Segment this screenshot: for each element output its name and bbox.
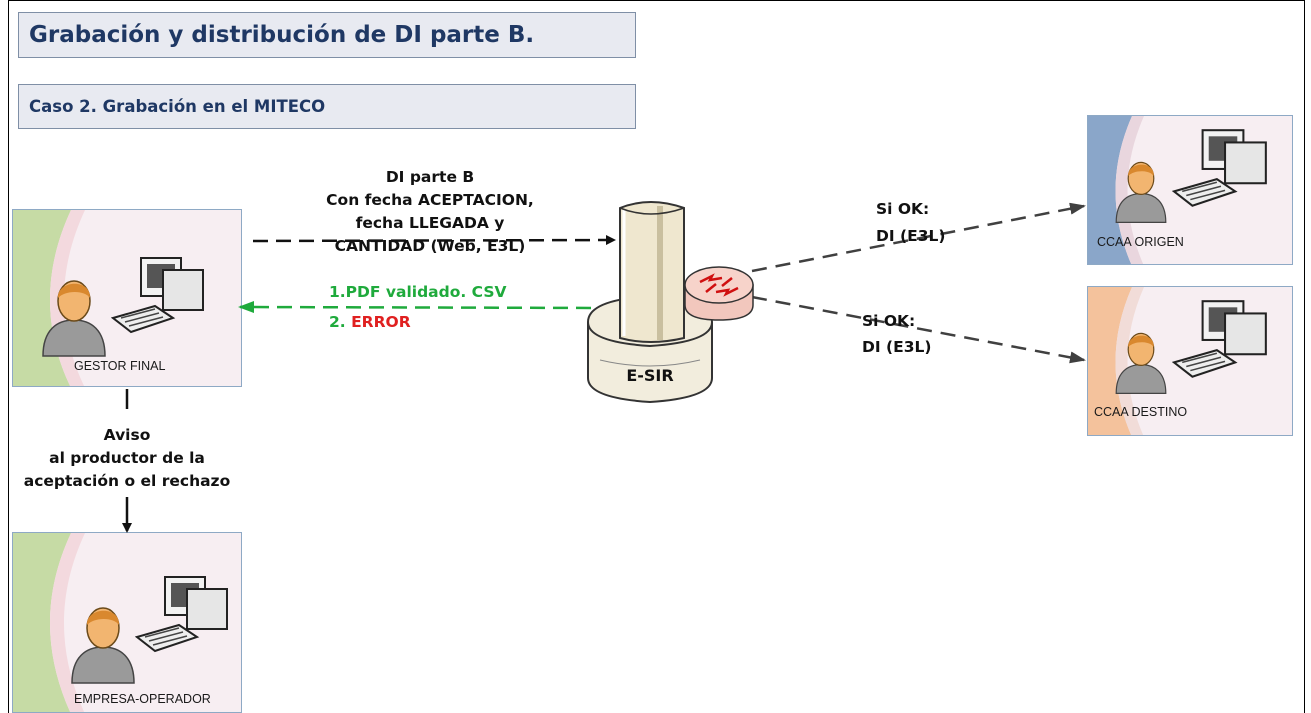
computer-icon [1172, 129, 1267, 207]
message-notice: Aviso al productor de la aceptación o el… [14, 424, 240, 493]
message-line: fecha LLEGADA y [355, 214, 505, 232]
node-ccaa-origen: CCAA ORIGEN [1087, 115, 1293, 265]
node-label: CCAA DESTINO [1094, 405, 1188, 419]
message-response-ok: 1.PDF validado. CSV [329, 283, 507, 301]
error-label: ERROR [351, 313, 411, 331]
user-icon [1115, 161, 1167, 223]
computer-icon [1172, 300, 1267, 378]
page-subtitle: Caso 2. Grabación en el MITECO [18, 84, 636, 129]
node-background [1088, 287, 1292, 435]
message-to-origen-line1: Si OK: [876, 200, 930, 218]
error-prefix: 2. [329, 313, 352, 331]
server-label: E-SIR [626, 366, 674, 385]
message-line: CANTIDAD (Web, E3L) [334, 237, 526, 255]
server-tower-icon [587, 201, 713, 404]
node-label: EMPRESA-OPERADOR [74, 692, 211, 706]
node-label: GESTOR FINAL [74, 359, 166, 373]
arrow-to-origen [751, 202, 1086, 273]
node-ccaa-destino: CCAA DESTINO [1087, 286, 1293, 436]
message-line: Aviso [103, 426, 151, 444]
node-label: CCAA ORIGEN [1097, 235, 1184, 249]
message-line: aceptación o el rechazo [23, 472, 231, 490]
computer-icon [111, 257, 204, 334]
message-line: al productor de la [49, 449, 205, 467]
node-empresa-operador: EMPRESA-OPERADOR [12, 532, 242, 713]
arrow-to-destino [751, 295, 1086, 364]
message-to-origen-line2: DI (E3L) [876, 227, 946, 245]
message-response-error: 2. ERROR [329, 311, 411, 334]
arrow-response [238, 301, 615, 314]
arrow-request [252, 235, 616, 246]
slide-frame [8, 0, 1305, 713]
computer-icon [135, 576, 228, 653]
message-to-destino-line2: DI (E3L) [862, 338, 932, 356]
node-gestor-final: GESTOR FINAL [12, 209, 242, 387]
router-icon [684, 266, 754, 321]
message-line: DI parte B [385, 168, 475, 186]
user-icon [42, 280, 106, 357]
page-title: Grabación y distribución de DI parte B. [18, 12, 636, 58]
message-line: Con fecha ACEPTACION, [326, 191, 534, 209]
user-icon [1115, 332, 1167, 394]
message-to-destino-line1: Si OK: [862, 312, 916, 330]
user-icon [71, 607, 135, 684]
message-request: DI parte B Con fecha ACEPTACION, fecha L… [300, 166, 560, 258]
